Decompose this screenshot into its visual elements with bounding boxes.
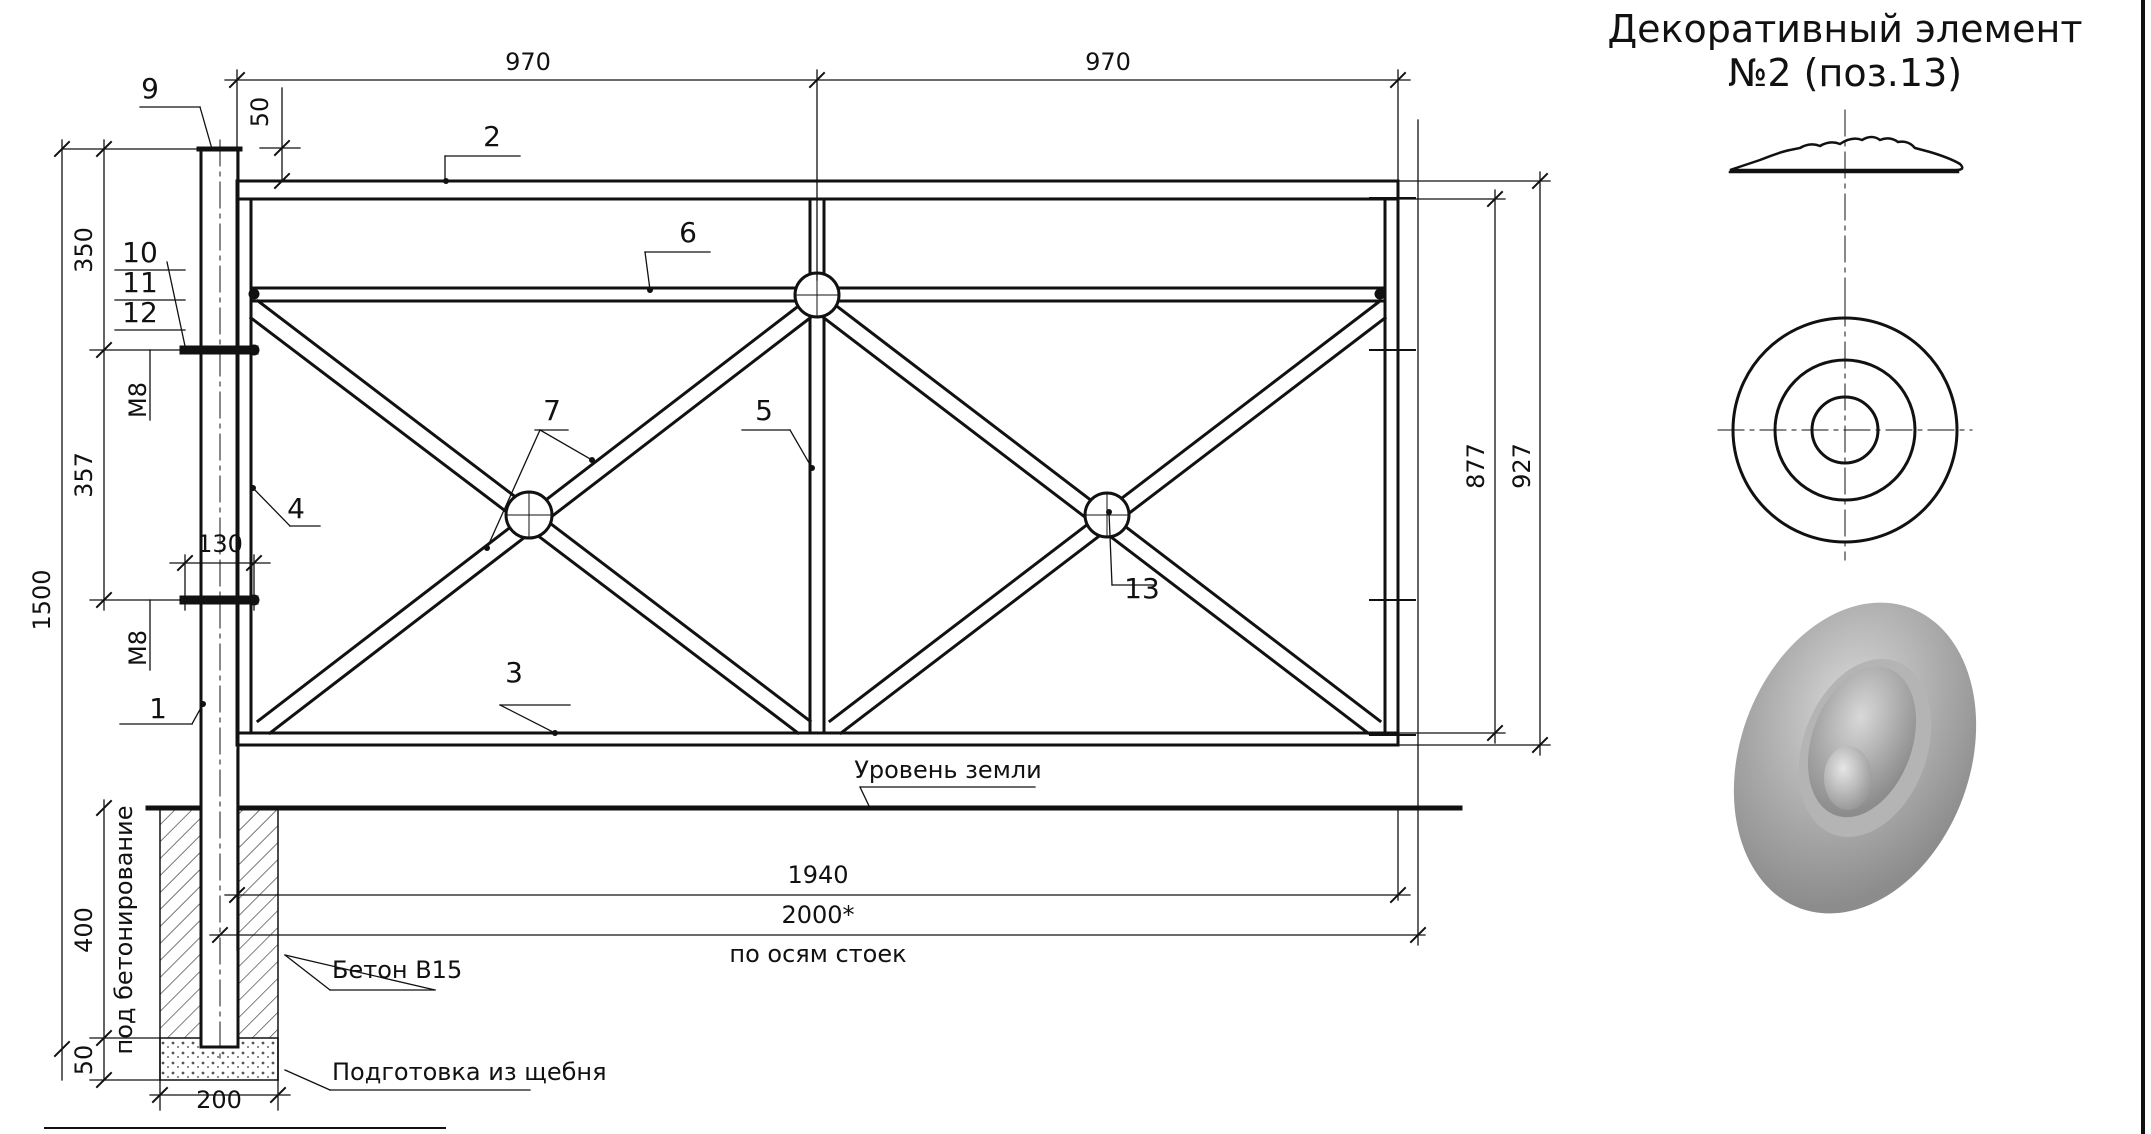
dim-357: 357 <box>70 452 98 498</box>
callout-3: 3 <box>505 656 523 689</box>
dim-350: 350 <box>70 227 98 273</box>
callout-4: 4 <box>287 492 305 525</box>
dim-130: 130 <box>197 530 243 558</box>
dim-927: 927 <box>1508 443 1536 489</box>
diagonals <box>248 298 1388 736</box>
title-block: Декоративный элемент №2 (поз.13) <box>1607 7 2082 95</box>
callout-labels: 9 2 6 10 11 12 7 5 4 13 3 1 <box>122 72 1160 725</box>
bolts <box>179 288 1386 606</box>
dim-left <box>53 139 291 1111</box>
dim-50-bottom: 50 <box>70 1045 98 1076</box>
callout-1: 1 <box>149 692 167 725</box>
notes: Уровень земли Бетон В15 Подготовка из ще… <box>332 756 1042 1086</box>
detail-side-view <box>1728 109 1964 311</box>
dim-1940: 1940 <box>787 861 848 889</box>
dimension-labels: 970 970 50 350 357 1500 400 50 M8 M8 130… <box>28 48 1536 1114</box>
callout-10: 10 <box>122 236 158 269</box>
callout-9: 9 <box>141 72 159 105</box>
dim-bottom <box>209 749 1427 951</box>
dim-50-top: 50 <box>246 97 274 128</box>
callout-6: 6 <box>679 216 697 249</box>
dim-right <box>1399 119 1551 811</box>
concrete-note: Бетон В15 <box>332 956 462 984</box>
ground-level-note: Уровень земли <box>854 756 1042 784</box>
dim-2000: 2000* <box>781 901 854 929</box>
dim-200: 200 <box>196 1086 242 1114</box>
dim-400: 400 <box>70 907 98 953</box>
detail-plan-view <box>1717 299 1973 561</box>
panel-frame <box>235 179 1416 747</box>
dim-top <box>224 69 1411 281</box>
dim-axes-note: по осям стоек <box>729 940 906 968</box>
callout-13: 13 <box>1124 572 1160 605</box>
title-line-2: №2 (поз.13) <box>1728 51 1962 95</box>
callout-11: 11 <box>122 266 158 299</box>
callout-2: 2 <box>483 120 501 153</box>
dim-970-right: 970 <box>1085 48 1131 76</box>
callout-7: 7 <box>543 394 561 427</box>
title-line-1: Декоративный элемент <box>1607 7 2082 51</box>
dim-1500: 1500 <box>28 569 56 630</box>
dim-m8-top: M8 <box>124 382 152 418</box>
gravel-note: Подготовка из щебня <box>332 1058 607 1086</box>
callout-12: 12 <box>122 296 158 329</box>
dim-970-left: 970 <box>505 48 551 76</box>
decorative-elements <box>504 271 1131 540</box>
concreting-note: под бетонирование <box>110 806 138 1055</box>
callout-5: 5 <box>755 394 773 427</box>
dim-877: 877 <box>1462 443 1490 489</box>
detail-render <box>1733 602 1977 914</box>
dim-m8-bottom: M8 <box>124 630 152 666</box>
leaders <box>114 106 1156 1091</box>
